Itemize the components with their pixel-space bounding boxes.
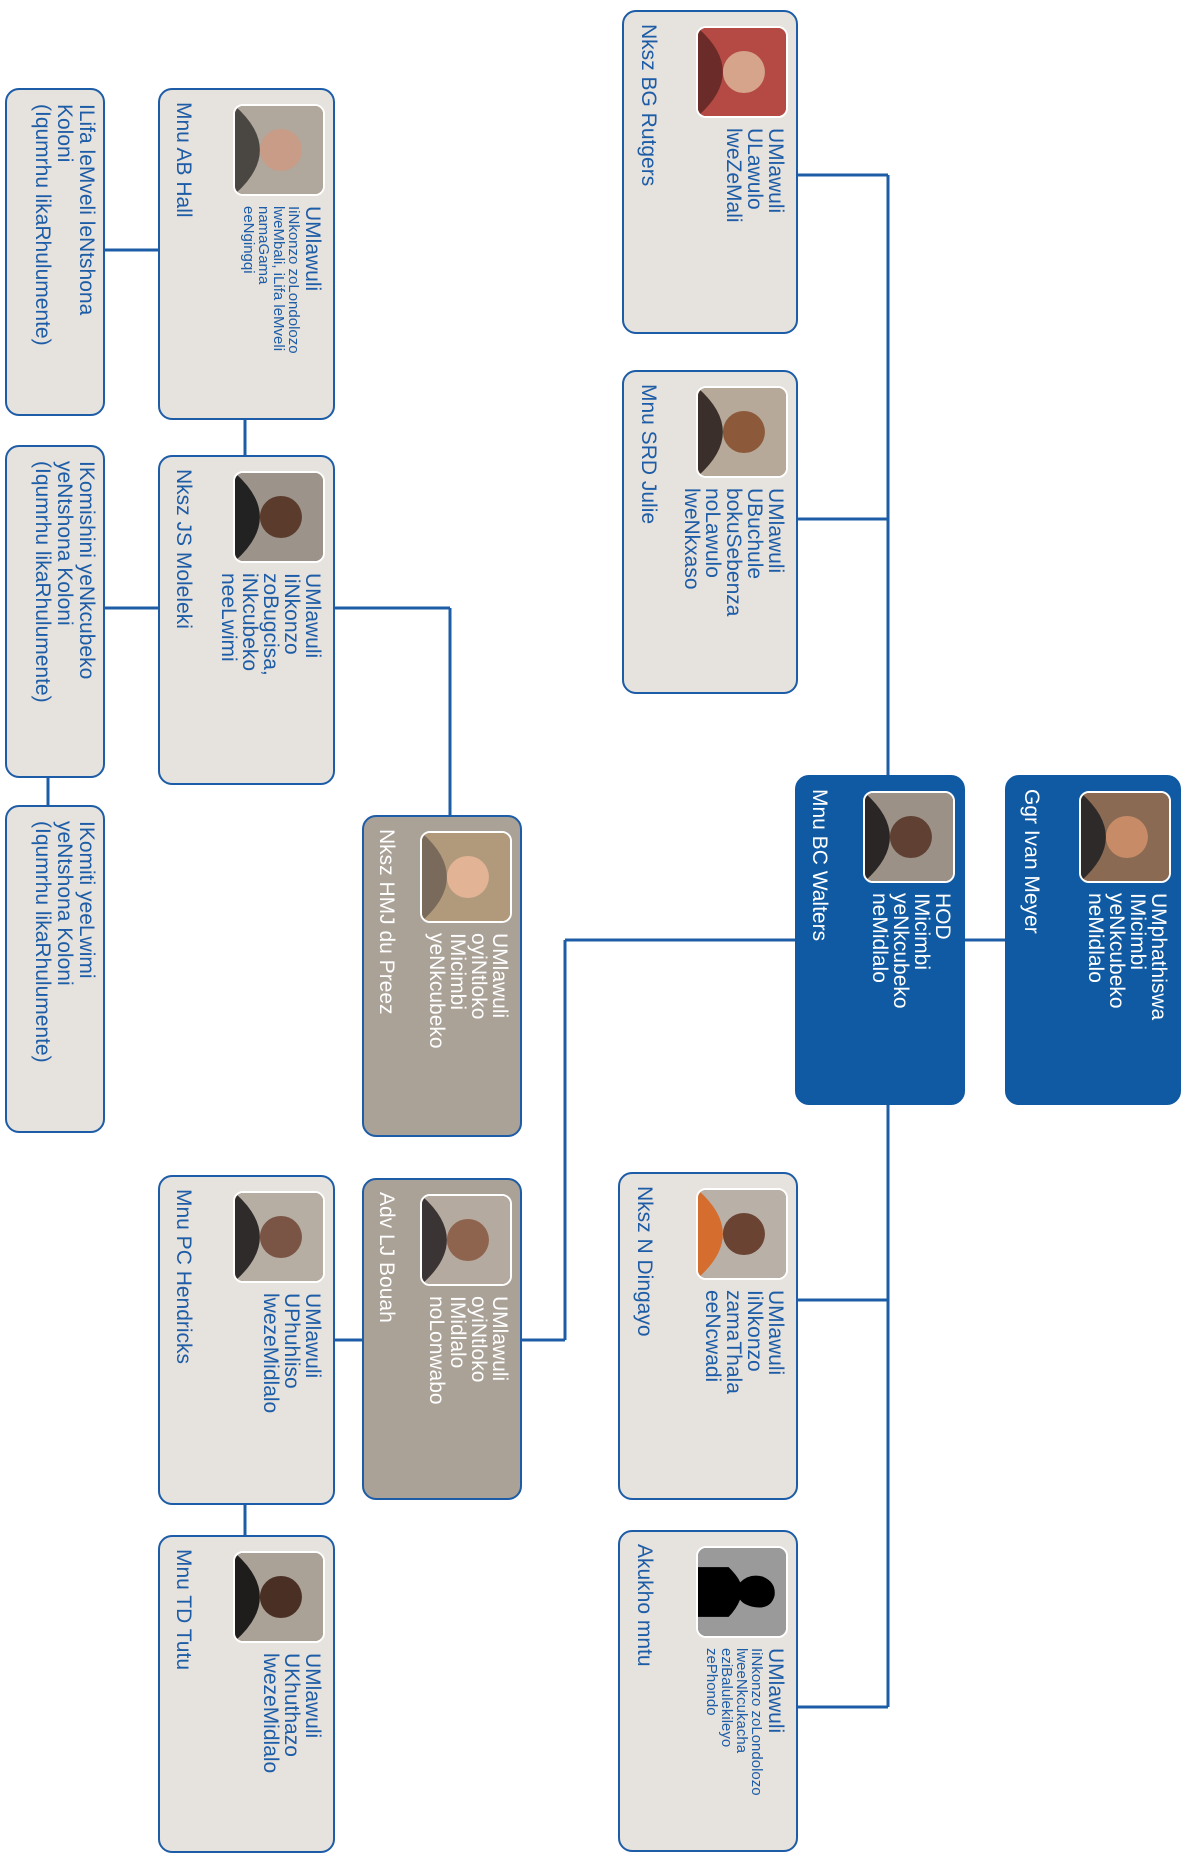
card-pc-hendricks: UMlawuli UPhuhliso lwezeMidlalo Mnu PC H…: [158, 1175, 335, 1505]
card-n-dingayo: UMlawuli IiNkonzo zamaThala eeNcwadi Nks…: [618, 1172, 798, 1500]
role-text: UMlawuli IiNkonzo zamaThala eeNcwadi: [701, 1290, 787, 1394]
portrait-photo: [420, 831, 512, 923]
card-td-tutu: UMlawuli UKhuthazo lwezeMidlalo Mnu TD T…: [158, 1535, 335, 1853]
role-text: UMlawuli UPhuhliso lwezeMidlalo: [259, 1293, 324, 1414]
person-name: Mnu TD Tutu: [172, 1549, 195, 1670]
portrait-photo: [420, 1194, 512, 1286]
card-bc-walters: HOD IMicimbi yeNkcubeko neMidlalo Mnu BC…: [795, 775, 965, 1105]
card-vacant: UMlawuli IiNkonzo zoLondolozo lweeNkcuka…: [618, 1530, 798, 1852]
role-text: UMlawuli UBuchule bokuSebenza noLawulo l…: [680, 488, 787, 617]
card-js-moleleki: UMlawuli IiNkonzo zoBugcisa, iNkcubeko n…: [158, 455, 335, 785]
card-lj-bouah: UMlawuli oyiNtloko IMidlalo noLonwabo Ad…: [362, 1178, 522, 1500]
person-name: Nksz JS Moleleki: [172, 469, 195, 629]
role-text: UMlawuli ULawulo lweZeMali: [722, 128, 787, 223]
role-text: UMlawuli oyiNtloko IMicimbi yeNkcubeko: [425, 933, 511, 1049]
card-ivan-meyer: UMphathiswa IMicimbi yeNkcubeko neMidlal…: [1005, 775, 1181, 1105]
role-text: UMlawuli UKhuthazo lwezeMidlalo: [259, 1653, 324, 1774]
portrait-photo: [696, 26, 788, 118]
role-text: UMlawuli IiNkonzo zoLondolozo lweeNkcuka…: [703, 1648, 787, 1796]
entity-commission: IKomishini yeNkcubeko yeNtshona Koloni (…: [5, 445, 105, 778]
portrait-photo: [233, 104, 325, 196]
person-name: Mnu BC Walters: [808, 789, 831, 942]
portrait-photo: [696, 1188, 788, 1280]
person-name: Nksz HMJ du Preez: [375, 829, 398, 1015]
card-ab-hall: UMlawuli IiNkonzo zoLondolozo lweMbali, …: [158, 88, 335, 420]
portrait-photo: [863, 791, 955, 883]
person-name: Mnu PC Hendricks: [172, 1189, 195, 1365]
role-text: UMlawuli IiNkonzo zoBugcisa, iNkcubeko n…: [217, 573, 324, 676]
portrait-photo: [696, 386, 788, 478]
card-hmj-du-preez: UMlawuli oyiNtloko IMicimbi yeNkcubeko N…: [362, 815, 522, 1137]
role-text: HOD IMicimbi yeNkcubeko neMidlalo: [868, 893, 954, 1009]
person-name: Mnu SRD Julie: [637, 384, 660, 525]
entity-text: IKomiti yeeLwimi yeNtshona Koloni (Iqumr…: [31, 821, 98, 1063]
portrait-photo: [233, 1551, 325, 1643]
portrait-photo: [233, 471, 325, 563]
person-name: Ggr Ivan Meyer: [1020, 789, 1043, 934]
person-name: Nksz BG Rutgers: [637, 24, 660, 187]
silhouette-photo: [696, 1546, 788, 1638]
person-name: Nksz N Dingayo: [633, 1186, 656, 1337]
entity-heritage: ILifa leMveli leNtshona Koloni (Iqumrhu …: [5, 88, 105, 416]
card-bg-rutgers: UMlawuli ULawulo lweZeMali Nksz BG Rutge…: [622, 10, 798, 334]
entity-language: IKomiti yeeLwimi yeNtshona Koloni (Iqumr…: [5, 805, 105, 1133]
person-name: Akukho mntu: [633, 1544, 656, 1667]
role-text: UMlawuli oyiNtloko IMidlalo noLonwabo: [425, 1296, 511, 1405]
card-srd-julie: UMlawuli UBuchule bokuSebenza noLawulo l…: [622, 370, 798, 694]
role-text: UMlawuli IiNkonzo zoLondolozo lweMbali, …: [240, 206, 324, 354]
entity-text: IKomishini yeNkcubeko yeNtshona Koloni (…: [31, 461, 98, 703]
entity-text: ILifa leMveli leNtshona Koloni (Iqumrhu …: [31, 104, 98, 346]
person-name: Mnu AB Hall: [172, 102, 195, 218]
role-text: UMphathiswa IMicimbi yeNkcubeko neMidlal…: [1084, 893, 1170, 1021]
person-name: Adv LJ Bouah: [375, 1192, 398, 1323]
portrait-photo: [1079, 791, 1171, 883]
portrait-photo: [233, 1191, 325, 1283]
